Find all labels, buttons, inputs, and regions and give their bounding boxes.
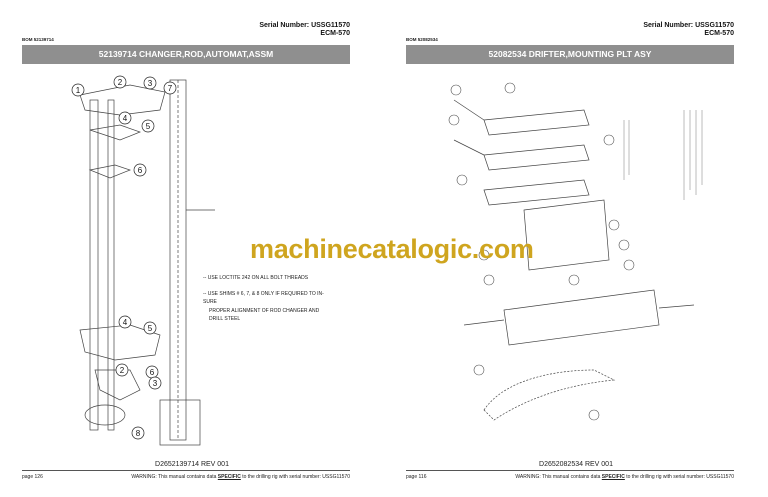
callout: 3: [153, 379, 158, 388]
bom-label: BOM 52139714: [22, 37, 54, 42]
page-number: page 116: [406, 474, 427, 480]
serial-header: Serial Number: USSG11570 ECM-570: [643, 22, 734, 38]
drawing-number: D2652082534 REV 001: [539, 461, 613, 468]
page-title: 52139714 CHANGER,ROD,AUTOMAT,ASSM: [22, 45, 350, 64]
warning-text: WARNING: This manual contains data SPECI…: [131, 474, 350, 480]
right-page: Serial Number: USSG11570 ECM-570 BOM 520…: [384, 0, 768, 497]
watermark: machinecatalogic.com: [250, 234, 534, 264]
serial-number: Serial Number: USSG11570: [259, 22, 350, 29]
warning-suffix: to the drilling rig with serial number: …: [624, 474, 734, 480]
callout: 3: [148, 79, 153, 88]
warning-prefix: WARNING: This manual contains data: [131, 474, 218, 480]
note: -- USE LOCTITE 242 ON ALL BOLT THREADS: [203, 275, 309, 281]
warning-suffix: to the drilling rig with serial number: …: [240, 474, 350, 480]
note: PROPER ALIGNMENT OF ROD CHANGER AND DRIL…: [209, 307, 320, 323]
page-title: 52082534 DRIFTER,MOUNTING PLT ASY: [406, 45, 734, 64]
footer-rule: [406, 470, 734, 471]
serial-header: Serial Number: USSG11570 ECM-570: [259, 22, 350, 38]
callout: 5: [146, 122, 151, 131]
callout: 4: [123, 114, 128, 123]
bom-label: BOM 52082534: [406, 37, 438, 42]
warning-emphasis: SPECIFIC: [217, 474, 241, 480]
callout: 5: [148, 324, 153, 333]
model: ECM-570: [704, 30, 734, 37]
serial-number: Serial Number: USSG11570: [643, 22, 734, 29]
note: -- USE SHIMS # 6, 7, & 8 ONLY IF REQUIRE…: [203, 290, 324, 306]
callout: 2: [118, 78, 123, 87]
drawing-number: D2652139714 REV 001: [155, 461, 229, 468]
page-number: page 126: [22, 474, 43, 480]
footer-rule: [22, 470, 350, 471]
assembly-notes: -- USE LOCTITE 242 ON ALL BOLT THREADS -…: [203, 274, 333, 331]
callout: 2: [120, 366, 125, 375]
left-page: Serial Number: USSG11570 ECM-570 BOM 521…: [22, 22, 350, 480]
drifter-mounting-drawing: [448, 82, 703, 421]
callout: 7: [168, 84, 173, 93]
callout: 1: [76, 86, 81, 95]
callout: 4: [123, 318, 128, 327]
warning-prefix: WARNING: This manual contains data: [515, 474, 602, 480]
callout: 8: [136, 429, 141, 438]
rod-changer-drawing: 1 2 3 4 5 6 7 4 5 2 6 3 8: [71, 75, 215, 446]
callout: 6: [138, 166, 143, 175]
model: ECM-570: [320, 30, 350, 37]
callout: 6: [150, 368, 155, 377]
warning-text: WARNING: This manual contains data SPECI…: [515, 474, 734, 480]
warning-emphasis: SPECIFIC: [601, 474, 625, 480]
